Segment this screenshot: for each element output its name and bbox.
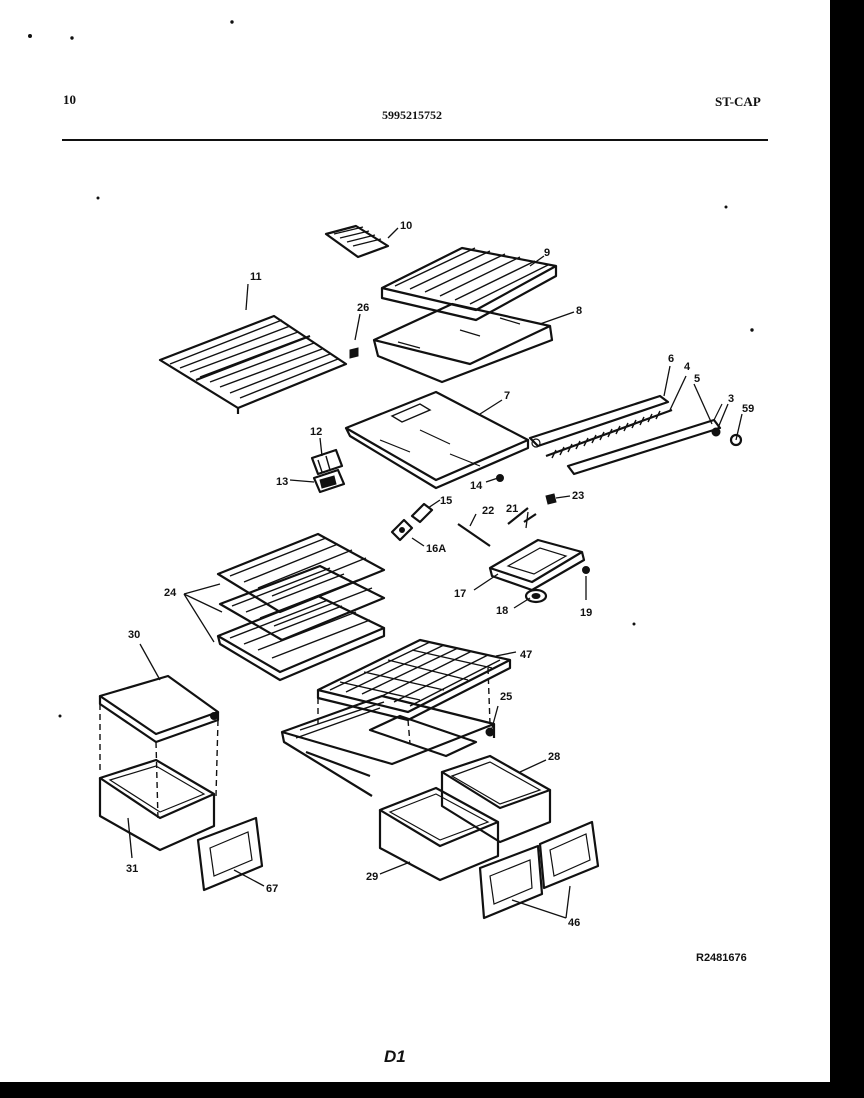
part-4-heater-coil[interactable] (545, 408, 673, 459)
callout-label: 47 (520, 649, 532, 661)
assembly-dash-30 (99, 704, 219, 821)
callout-label: 12 (310, 426, 322, 438)
part-28-crisper-drawer[interactable] (440, 754, 552, 844)
callout-label: 13 (276, 476, 288, 488)
callout-label: 6 (668, 353, 674, 365)
callout-label: 9 (544, 247, 550, 259)
callout-label: 31 (126, 863, 138, 875)
callout-label: 18 (496, 605, 508, 617)
scan-specks (28, 20, 754, 718)
callout-label: 29 (366, 871, 378, 883)
part-12-control[interactable] (310, 448, 344, 476)
callout-label: 11 (250, 271, 262, 283)
callout-label: 19 (580, 607, 592, 619)
part-17-damper-housing[interactable] (488, 538, 586, 592)
callout-label: 28 (548, 751, 560, 763)
model-number: 5995215752 (382, 108, 442, 122)
callout-label: 4 (684, 361, 691, 373)
callout-leaders (127, 227, 743, 919)
callout-label: 17 (454, 588, 466, 600)
part-25-crisper-frame[interactable] (280, 694, 496, 797)
part-13-knob[interactable] (312, 468, 346, 494)
part-10-ice-tray[interactable] (324, 224, 390, 259)
part-23-clip[interactable] (545, 493, 557, 505)
callout-label: 26 (357, 302, 369, 314)
callout-label: 3 (728, 393, 734, 405)
part-16a-bracket[interactable] (390, 518, 414, 542)
part-24-glass-shelf-upper[interactable] (216, 532, 386, 614)
header-rule (62, 139, 768, 141)
part-7-freezer-panel[interactable] (344, 390, 530, 490)
part-19-screw[interactable] (582, 566, 590, 574)
callout-label: 59 (742, 403, 754, 415)
part-18-knob[interactable] (524, 588, 548, 604)
page-code: D1 (384, 1047, 406, 1066)
part-31-crisper-drawer[interactable] (98, 758, 216, 852)
part-30-crisper-lid[interactable] (98, 674, 220, 744)
part-8-evaporator-cover[interactable] (372, 302, 554, 384)
part-46-drawer-front-right[interactable] (538, 820, 600, 890)
callout-label: 8 (576, 305, 582, 317)
page-number: 10 (63, 92, 76, 107)
part-22-rod[interactable] (457, 523, 491, 547)
part-46-drawer-front-left[interactable] (478, 844, 544, 920)
exploded-parts-diagram: 10 9 11 26 8 6 4 5 3 59 7 12 13 14 15 16… (28, 20, 754, 1066)
part-24-glass-shelf-lower[interactable] (216, 594, 386, 682)
callout-label: 10 (400, 220, 412, 232)
parts-sheet: 10 5995215752 ST-CAP (0, 0, 830, 1082)
part-29-crisper-drawer[interactable] (378, 786, 500, 882)
callout-label: 30 (128, 629, 140, 641)
callout-label: 5 (694, 373, 700, 385)
assembly-dash-47 (317, 667, 491, 745)
part-6-tube[interactable] (528, 394, 670, 448)
callout-label: 16A (426, 543, 446, 555)
callout-label: 24 (164, 587, 177, 599)
part-9-shelf-cover[interactable] (380, 246, 558, 322)
part-21-rod[interactable] (507, 507, 537, 525)
callout-label: 14 (470, 480, 483, 492)
part-5-channel[interactable] (566, 403, 723, 476)
callout-label: 15 (440, 495, 452, 507)
callout-label: 67 (266, 883, 278, 895)
callout-label: 23 (572, 490, 584, 502)
callout-label: 25 (500, 691, 512, 703)
callout-label: 7 (504, 390, 510, 402)
part-24-glass-shelf-middle[interactable] (218, 564, 386, 642)
callout-label: 21 (506, 503, 518, 515)
callout-label: 46 (568, 917, 580, 929)
callout-label: 22 (482, 505, 494, 517)
part-15-link[interactable] (410, 502, 434, 524)
callout-labels: 10 9 11 26 8 6 4 5 3 59 7 12 13 14 15 16… (126, 220, 754, 929)
part-59-grommet[interactable] (729, 433, 743, 447)
part-26-clip[interactable] (349, 347, 359, 359)
part-67-drawer-front[interactable] (196, 816, 264, 892)
section-code: ST-CAP (715, 94, 761, 109)
reference-code: R2481676 (696, 952, 747, 964)
part-3-screw[interactable] (711, 427, 721, 437)
part-11-wire-shelf[interactable] (158, 314, 348, 414)
